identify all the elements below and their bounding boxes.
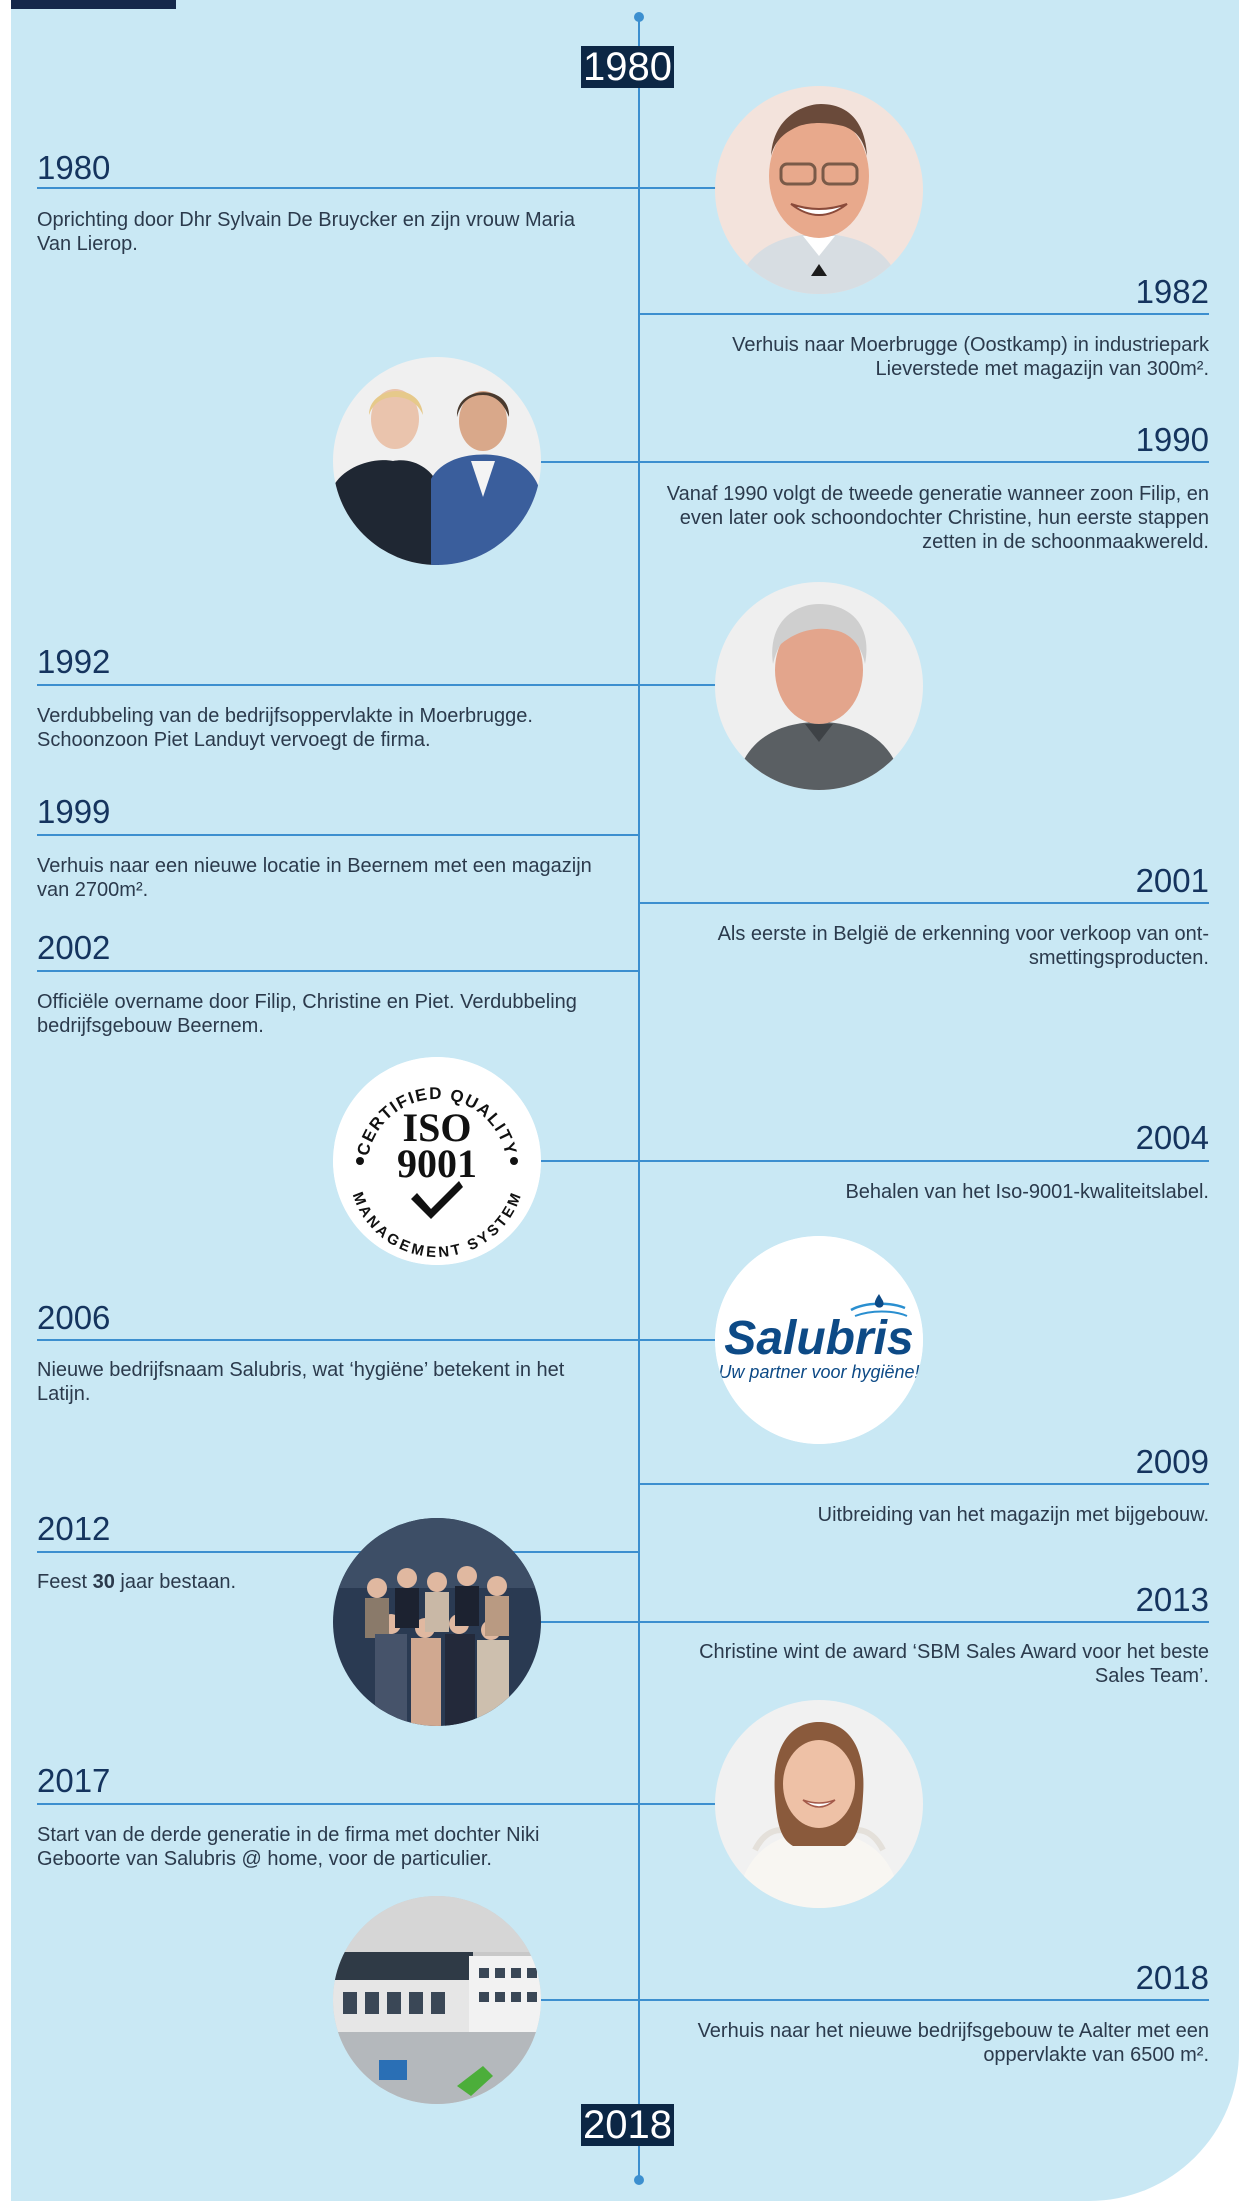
event-2002-text: Officiële overname door Filip, Christine… — [37, 991, 577, 1037]
event-2012-text-pre: Feest — [37, 1571, 93, 1593]
event-2013-year: 2013 — [1135, 1581, 1209, 1618]
event-1980-text: Oprichting door Dhr Sylvain De Bruycker … — [37, 209, 575, 255]
man-portrait-photo — [715, 582, 923, 790]
timeline-start-dot — [634, 12, 644, 22]
event-1980-year: 1980 — [37, 149, 111, 186]
event-2012-line — [37, 1551, 639, 1553]
event-1999-text: Verhuis naar een nieuwe locatie in Beern… — [37, 855, 592, 901]
event-1992-year: 1992 — [37, 643, 111, 680]
event-2002-line — [37, 970, 639, 972]
event-2012-text: Feest 30 jaar bestaan. — [37, 1570, 597, 1594]
event-2012-text-bold: 30 — [92, 1571, 115, 1593]
timeline-end-label: 2018 — [581, 2103, 674, 2147]
event-1999-line — [37, 834, 639, 836]
event-2002-year: 2002 — [37, 929, 111, 966]
event-2001-text: Als eerste in België de erkenning voor v… — [717, 923, 1209, 969]
salubris-logo-name: Salubris — [724, 1312, 913, 1365]
iso-badge-line2: 9001 — [397, 1141, 477, 1186]
woman-portrait-photo — [715, 1700, 923, 1908]
event-2018-year: 2018 — [1135, 1959, 1209, 1996]
event-2001-year: 2001 — [1135, 862, 1209, 899]
event-2004-year: 2004 — [1135, 1119, 1209, 1156]
event-2009-year: 2009 — [1135, 1443, 1209, 1480]
event-1980-line — [37, 187, 727, 189]
event-2013-text: Christine wint de award ‘SBM Sales Award… — [699, 1641, 1209, 1687]
event-1990-year: 1990 — [1135, 421, 1209, 458]
event-1982-text: Verhuis naar Moerbrugge (Oostkamp) in in… — [732, 334, 1209, 380]
event-1990-text: Vanaf 1990 volgt de tweede generatie wan… — [666, 483, 1209, 553]
event-2017-line — [37, 1803, 727, 1805]
droplet-icon — [874, 1294, 884, 1308]
event-2001-line — [639, 902, 1209, 904]
event-2012-text-post: jaar bestaan. — [114, 1571, 237, 1593]
event-2004-text: Behalen van het Iso-9001-kwaliteitslabel… — [845, 1181, 1209, 1203]
timeline-start-label: 1980 — [581, 45, 674, 89]
event-2018-line — [531, 1999, 1209, 2001]
event-2012-year: 2012 — [37, 1510, 111, 1547]
event-2009-text: Uitbreiding van het magazijn met bijgebo… — [817, 1504, 1209, 1526]
couple-portrait-photo — [333, 357, 541, 565]
checkmark-icon — [411, 1181, 463, 1219]
iso-badge-line1: ISO — [403, 1105, 472, 1150]
event-2004-line — [531, 1160, 1209, 1162]
event-1990-line — [531, 461, 1209, 463]
event-2017-year: 2017 — [37, 1762, 111, 1799]
iso-9001-badge: CERTIFIED QUALITY MANAGEMENT SYSTEM ISO … — [333, 1057, 541, 1265]
event-2006-line — [37, 1339, 727, 1341]
group-staff-photo — [333, 1518, 541, 1726]
event-2013-line — [531, 1621, 1209, 1623]
event-1982-year: 1982 — [1135, 273, 1209, 310]
event-2018-text: Verhuis naar het nieuwe bedrijfsgebouw t… — [697, 2020, 1209, 2066]
event-1992-line — [37, 684, 727, 686]
event-2017-text: Start van de derde generatie in de firma… — [37, 1824, 540, 1870]
salubris-logo: Salubris Uw partner voor hygiëne! — [715, 1236, 923, 1444]
event-2006-text: Nieuwe bedrijfsnaam Salubris, wat ‘hygië… — [37, 1359, 565, 1405]
event-2006-year: 2006 — [37, 1299, 111, 1336]
salubris-logo-tagline: Uw partner voor hygiëne! — [718, 1362, 919, 1382]
warehouse-building-photo — [333, 1896, 541, 2104]
timeline-vertical-line — [638, 16, 640, 2180]
timeline-end-dot — [634, 2175, 644, 2185]
event-1992-text: Verdubbeling van de bedrijfsoppervlakte … — [37, 705, 533, 751]
event-1999-year: 1999 — [37, 793, 111, 830]
founder-portrait-photo — [715, 86, 923, 294]
timeline-panel: 1980 2018 1980 Oprichting door Dhr Sylva… — [11, 0, 1239, 2201]
event-1982-line — [639, 313, 1209, 315]
event-2009-line — [639, 1483, 1209, 1485]
header-tab-bar — [11, 0, 176, 9]
